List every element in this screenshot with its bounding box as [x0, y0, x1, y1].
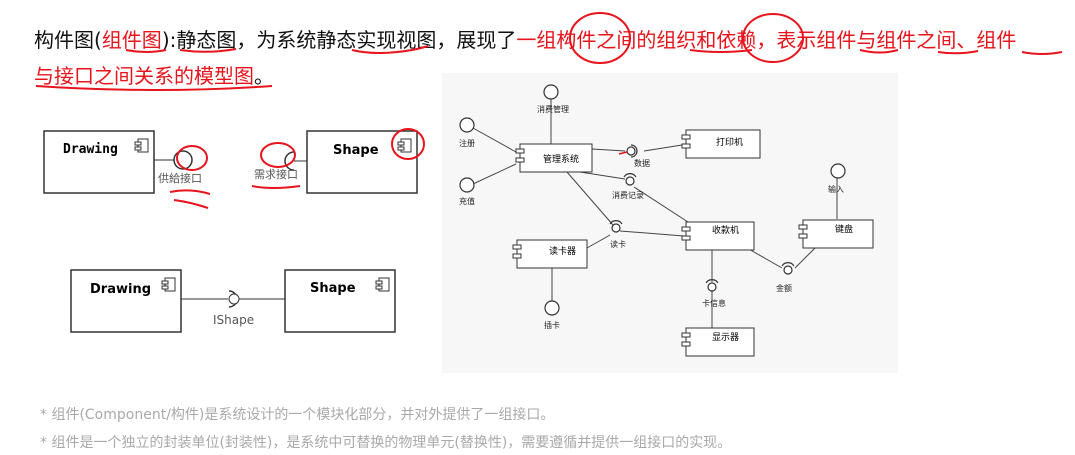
underline-mark: [937, 50, 979, 55]
interface-sockets: [609, 144, 795, 284]
underline-mark: [35, 85, 273, 91]
heading-seg: ):静态图，为系统静态实现视图，展现了: [161, 28, 517, 52]
underline-mark: [689, 49, 753, 53]
interface-label: 消费管理: [537, 104, 569, 114]
heading-seg: 。: [254, 64, 274, 88]
heading-seg: 组件图: [101, 28, 162, 52]
component-label: Shape: [310, 281, 356, 296]
component-label: 键盘: [835, 223, 853, 235]
drawing-component: Drawing: [43, 130, 155, 194]
component-register: 收款机: [681, 221, 755, 251]
component-label: Drawing: [63, 142, 118, 157]
heading-line-2: 与接口之间关系的模型图。: [34, 60, 274, 89]
interface-label: 插卡: [544, 320, 560, 330]
underline-mark: [1021, 51, 1063, 55]
component-printer: 打印机: [681, 129, 761, 159]
interface-label: 充值: [459, 196, 475, 206]
component-label: 打印机: [716, 136, 743, 148]
component-label: 管理系统: [543, 153, 579, 165]
assembly-ball: [228, 293, 240, 305]
circle-mark: [569, 12, 631, 64]
right-annotations: [618, 151, 628, 155]
heading-seg: 构件图(: [34, 28, 102, 52]
interface-name-label: IShape: [213, 313, 254, 327]
component-keyboard: 键盘: [798, 219, 874, 249]
component-label: 收款机: [712, 224, 739, 236]
note-2: * 组件是一个独立的封装单位(封装性)，是系统中可替换的物理单元(替换性)，需要…: [40, 435, 732, 451]
heading-annotations: [35, 12, 1063, 91]
connectors: [472, 98, 838, 328]
interface-label: 输入: [828, 184, 844, 194]
interface-labels: 消费管理 注册 充值 数据 消费记录 读卡 插卡 输入 金额 卡信息: [459, 104, 844, 330]
component-card-reader: 读卡器: [512, 239, 588, 269]
lollipop-annotation: [169, 145, 211, 209]
underline-mark: [859, 49, 899, 54]
underline-mark: [125, 49, 167, 53]
heading-seg: 与接口之间关系的模型图: [34, 64, 254, 88]
socket-annotation: [251, 128, 425, 189]
underline-mark: [351, 45, 429, 54]
circle-mark: [742, 13, 804, 63]
component-label: Drawing: [90, 282, 151, 297]
interface-label: 金额: [776, 283, 792, 293]
interface-circles: [459, 84, 846, 316]
provided-interface-label: 供給接口: [158, 171, 202, 185]
assembled-drawing-component: Drawing: [70, 269, 182, 333]
component-label: 读卡器: [549, 245, 576, 257]
interface-label: 注册: [459, 138, 475, 148]
shape-component: Shape: [306, 130, 418, 194]
underline-mark: [179, 48, 237, 53]
component-label: 显示器: [712, 332, 739, 343]
interface-label: 消费记录: [612, 190, 644, 200]
heading-seg: 一组构件之间的组织和依赖: [516, 28, 757, 52]
interface-label: 数据: [634, 158, 650, 168]
component-label: Shape: [333, 143, 379, 158]
assembled-shape-component: Shape: [284, 269, 396, 333]
required-interface-label: 需求接口: [254, 168, 298, 181]
interface-label: 读卡: [610, 239, 626, 249]
component-management: 管理系统: [515, 143, 593, 173]
note-1: * 组件(Component/构件)是系统设计的一个模块化部分，并对外提供了一组…: [40, 407, 555, 423]
required-interface-socket: [284, 151, 295, 171]
interface-label: 卡信息: [702, 298, 726, 308]
component-display: 显示器: [681, 327, 755, 357]
